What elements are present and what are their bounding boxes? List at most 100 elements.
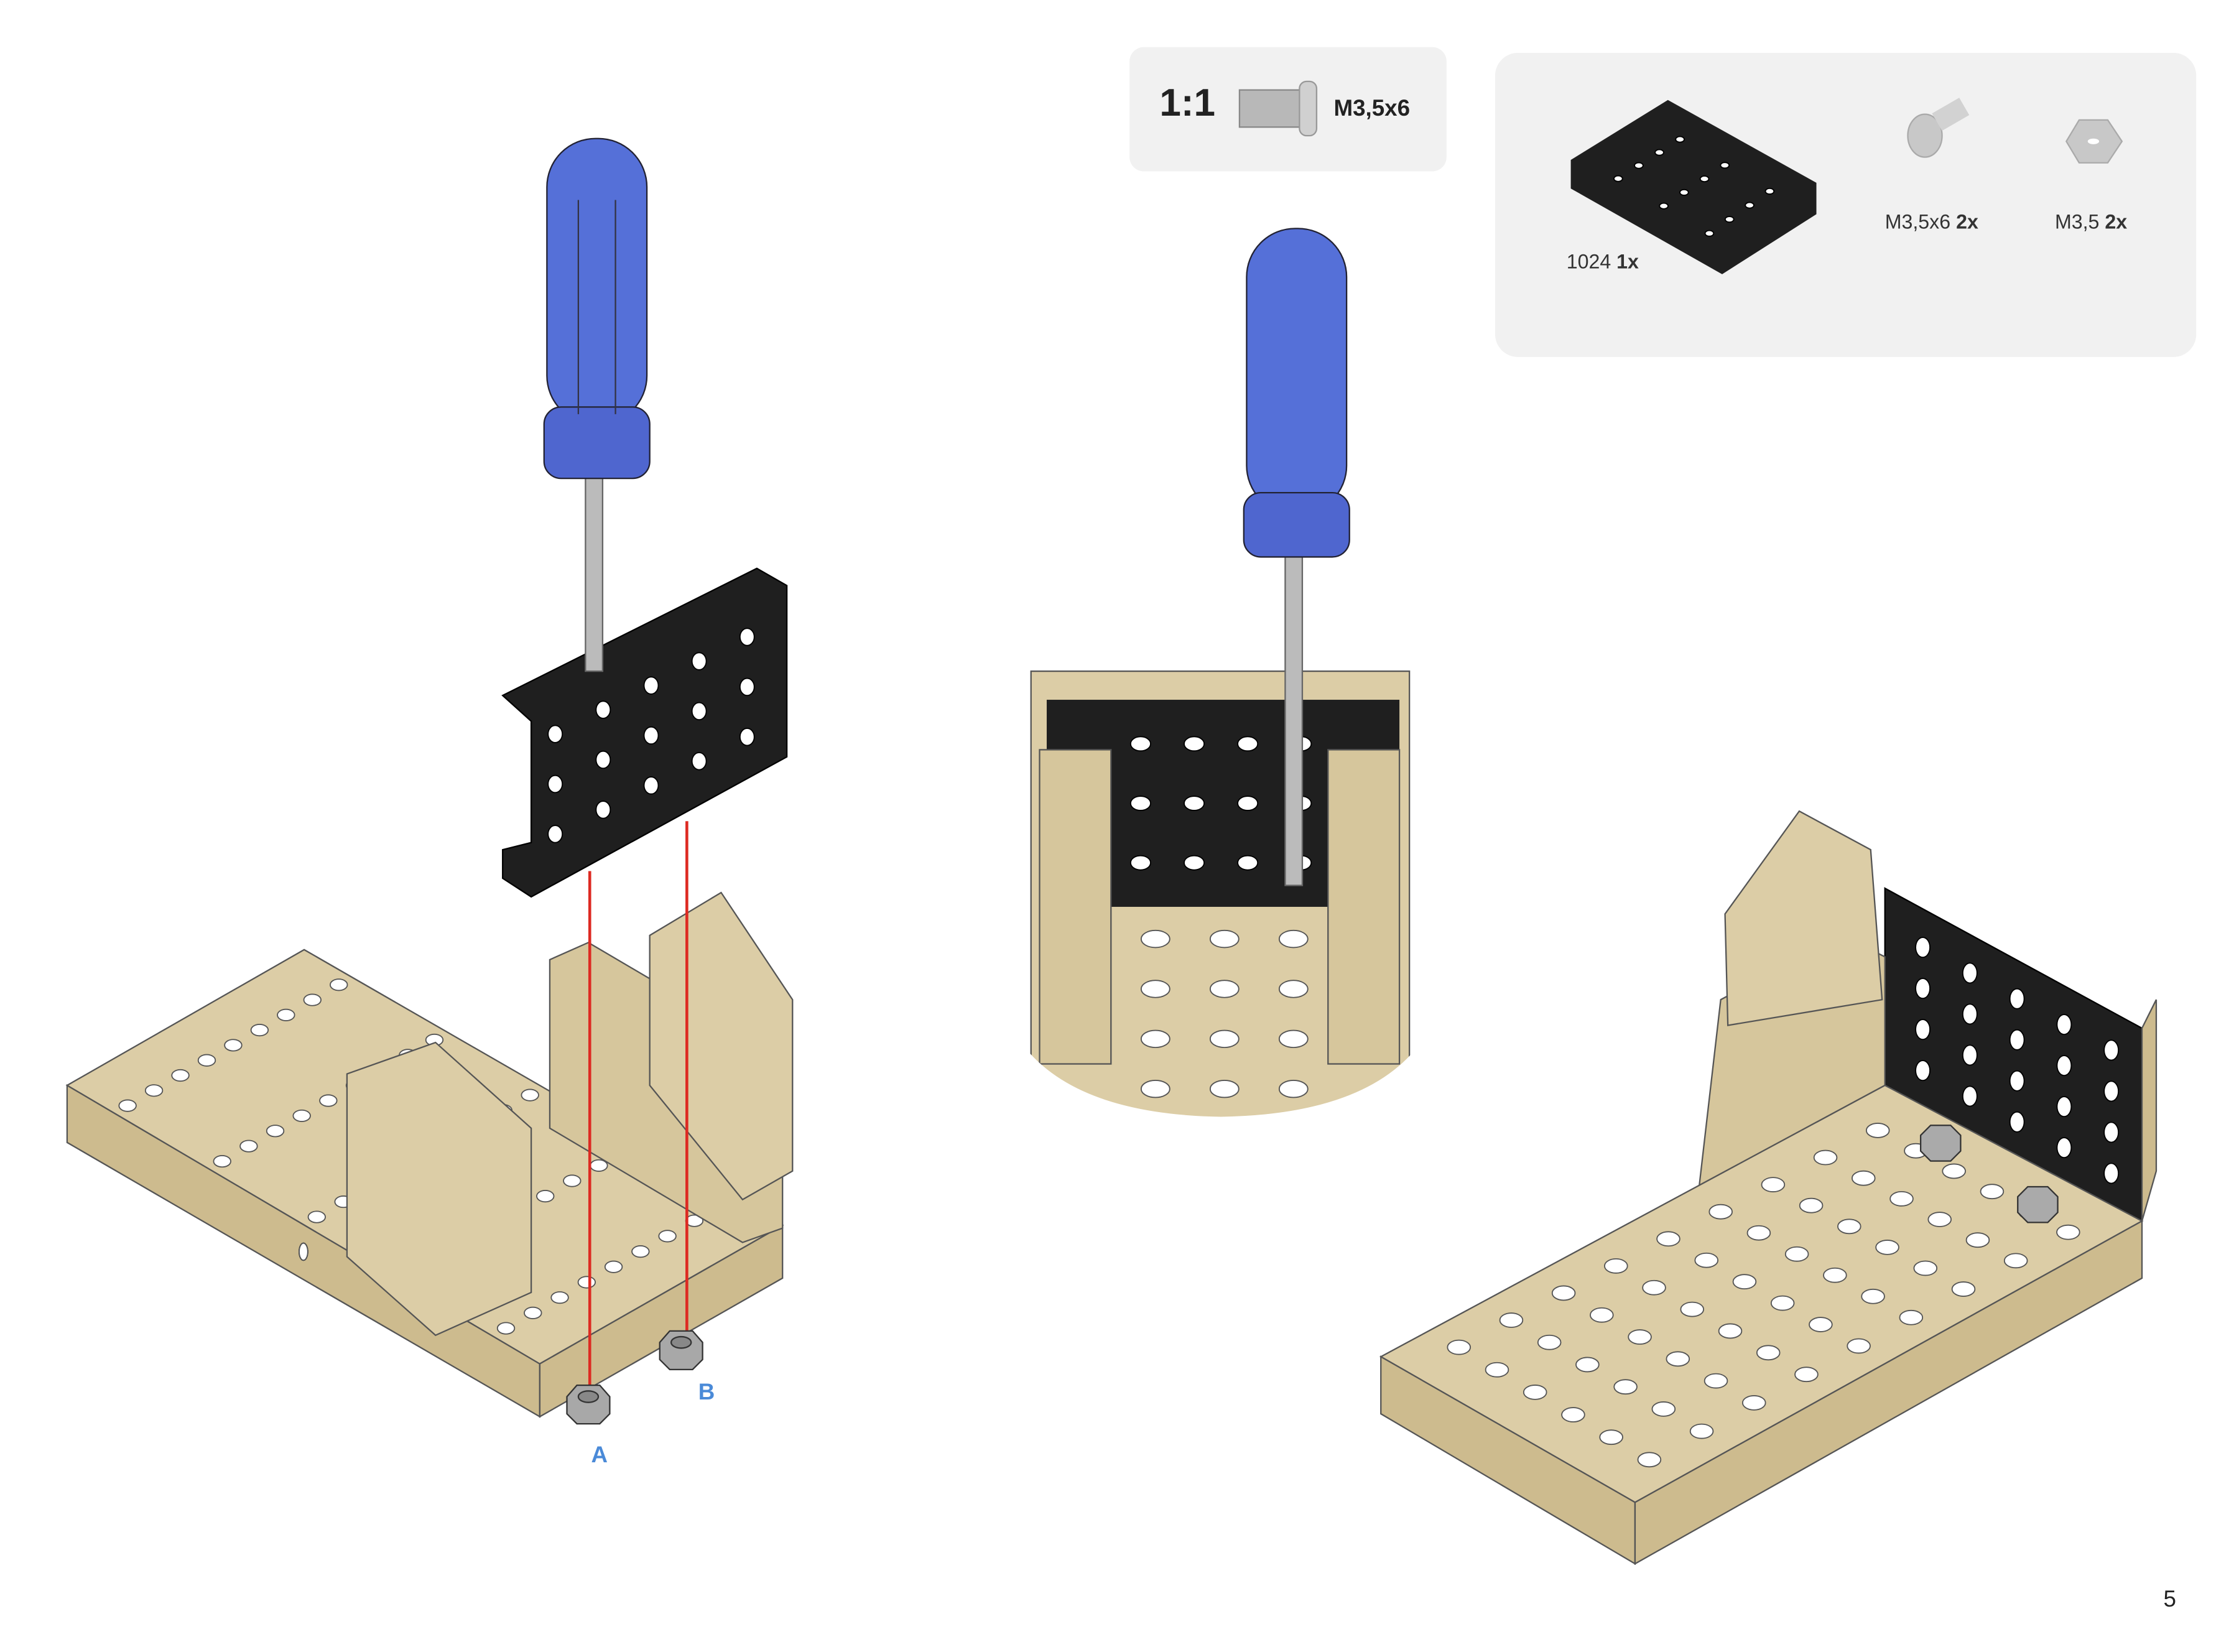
- perforation-hole: [1680, 1301, 1705, 1317]
- perforation-hole: [1140, 980, 1170, 998]
- perforation-hole: [1927, 1212, 1952, 1227]
- part-qty: 2x: [2105, 210, 2128, 233]
- hex-nut-icon: [566, 1384, 611, 1425]
- perforation-hole: [2009, 1070, 2025, 1092]
- part-id: M3,5x6: [1884, 210, 1951, 233]
- perforation-hole: [1915, 978, 1931, 1000]
- perforation-hole: [1561, 1407, 1585, 1422]
- perforation-hole: [1537, 1334, 1562, 1350]
- perforation-hole: [1642, 1279, 1666, 1296]
- perforation-hole: [299, 1242, 308, 1261]
- perforation-hole: [1613, 1379, 1638, 1395]
- perforation-hole: [1746, 1225, 1771, 1241]
- perforation-hole: [224, 1039, 243, 1052]
- perforation-hole: [1732, 1274, 1757, 1290]
- perforation-hole: [1656, 1231, 1680, 1247]
- screwdriver: [543, 137, 651, 672]
- perforation-hole: [1861, 1288, 1885, 1304]
- perforation-hole: [1659, 202, 1669, 210]
- part-id: M3,5: [2054, 210, 2100, 233]
- part-qty: 2x: [1956, 210, 1978, 233]
- perforation-hole: [691, 702, 707, 721]
- part-qty: 1x: [1616, 249, 1639, 273]
- perforation-hole: [1590, 1307, 1614, 1323]
- perforation-hole: [643, 776, 659, 795]
- perforation-hole: [1962, 1003, 1978, 1025]
- perforation-hole: [521, 1088, 539, 1102]
- perforation-hole: [1875, 1239, 1899, 1255]
- perforation-hole: [577, 1276, 596, 1289]
- screw-size-label: M3,5x6: [1333, 97, 1411, 122]
- perforation-hole: [1951, 1281, 1976, 1297]
- perforation-hole: [2103, 1121, 2120, 1143]
- perforation-hole: [1823, 1267, 1847, 1283]
- perforation-hole: [536, 1190, 555, 1203]
- perforation-hole: [1915, 937, 1931, 958]
- callout-b: B: [698, 1381, 715, 1406]
- perforation-hole: [1237, 736, 1259, 752]
- perforation-hole: [1575, 1357, 1600, 1373]
- screw-icon: [1907, 98, 1970, 158]
- perforation-hole: [1184, 736, 1205, 752]
- perforation-hole: [266, 1125, 285, 1138]
- perforation-hole: [1278, 980, 1309, 998]
- perforation-hole: [1745, 202, 1755, 209]
- perforation-hole: [2009, 988, 2025, 1009]
- perforation-hole: [550, 1291, 569, 1304]
- perforation-hole: [1799, 1197, 1824, 1213]
- perforation-hole: [1675, 136, 1685, 143]
- perforation-hole: [1651, 1401, 1676, 1417]
- perforation-hole: [595, 750, 611, 769]
- perforation-hole: [1913, 1260, 1938, 1276]
- perforation-hole: [1129, 796, 1151, 811]
- perforation-hole: [1184, 796, 1205, 811]
- perforation-hole: [691, 652, 707, 671]
- perforation-hole: [1899, 1309, 1924, 1325]
- perforation-hole: [1654, 149, 1664, 156]
- perforation-hole: [524, 1306, 542, 1319]
- perforation-hole: [1962, 962, 1978, 984]
- perforation-hole: [643, 726, 659, 745]
- perforation-hole: [1666, 1351, 1690, 1367]
- perforation-hole: [303, 993, 322, 1006]
- perforation-hole: [739, 677, 755, 697]
- perforation-hole: [2009, 1111, 2025, 1133]
- perforation-hole: [1140, 929, 1170, 949]
- perforation-hole: [1237, 855, 1259, 871]
- perforation-hole: [330, 978, 348, 991]
- hex-nut-icon: [2065, 119, 2123, 164]
- black-bracket: [501, 567, 788, 898]
- perforation-hole: [496, 1322, 516, 1335]
- perforation-hole: [658, 1230, 677, 1243]
- perforation-hole: [1761, 1177, 1786, 1193]
- perforation-hole: [547, 725, 563, 743]
- perforation-hole: [1634, 162, 1644, 169]
- perforation-hole: [1756, 1345, 1781, 1361]
- perforation-hole: [1784, 1246, 1809, 1262]
- perforation-hole: [307, 1210, 327, 1223]
- perforation-hole: [1942, 1163, 1966, 1179]
- scale-ratio: 1:1: [1159, 81, 1215, 124]
- perforation-hole: [1741, 1394, 1766, 1411]
- perforation-hole: [1809, 1317, 1833, 1332]
- perforation-hole: [1915, 1019, 1931, 1041]
- part-id: 1024: [1566, 249, 1611, 273]
- perforation-hole: [2009, 1029, 2025, 1051]
- callout-a: A: [591, 1444, 608, 1469]
- perforation-hole: [1209, 1080, 1240, 1098]
- perforation-hole: [739, 628, 755, 646]
- hex-nut-icon: [1919, 1125, 1962, 1162]
- perforation-hole: [1628, 1329, 1652, 1345]
- part-label-nut: M3,5 2x: [2055, 210, 2127, 233]
- perforation-hole: [2056, 1014, 2072, 1036]
- perforation-hole: [1962, 1085, 1978, 1107]
- hex-nut-icon: [2017, 1186, 2059, 1223]
- part-label-screw: M3,5x6 2x: [1885, 210, 1978, 233]
- perforation-hole: [1837, 1218, 1861, 1235]
- perforation-hole: [144, 1084, 164, 1097]
- perforation-hole: [2103, 1080, 2120, 1102]
- perforation-hole: [1764, 187, 1775, 195]
- perforation-hole: [547, 825, 563, 843]
- perforation-hole: [1718, 1323, 1743, 1339]
- perforation-hole: [1485, 1362, 1509, 1378]
